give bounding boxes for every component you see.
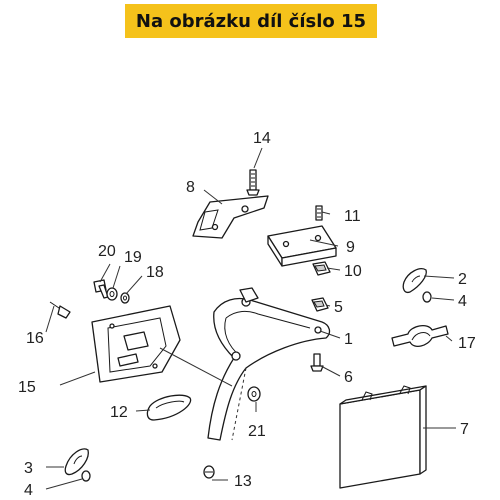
part-3-bracket-clip	[64, 448, 89, 476]
part-5-clip-nut	[311, 297, 329, 312]
part-19-washer	[106, 287, 118, 301]
leader-lines	[45, 147, 456, 490]
part-2-bracket-clip	[402, 268, 427, 294]
part-6-screw	[310, 353, 324, 372]
part-21-nut	[247, 386, 261, 402]
callout-17: 17	[458, 335, 476, 352]
callout-16: 16	[26, 330, 44, 347]
part-8-bracket	[192, 195, 269, 239]
callout-4-bottom: 4	[24, 482, 33, 499]
part-12-reflector	[146, 394, 192, 421]
callout-21: 21	[248, 423, 266, 440]
part-14-screw	[246, 169, 260, 196]
callout-3: 3	[24, 460, 33, 477]
callout-10: 10	[344, 263, 362, 280]
part-10-clip-nut	[312, 261, 331, 276]
callout-19: 19	[124, 249, 142, 266]
part-16-rivet	[49, 301, 71, 319]
part-11-screw	[315, 205, 323, 221]
part-13-screw	[203, 465, 215, 479]
callout-7: 7	[460, 421, 469, 438]
callout-5: 5	[334, 299, 343, 316]
callout-11: 11	[344, 208, 361, 225]
part-20-bolt	[93, 279, 109, 299]
part-number-banner: Na obrázku díl číslo 15	[125, 4, 377, 38]
callout-12: 12	[110, 404, 128, 421]
callout-13: 13	[234, 473, 252, 490]
callout-8: 8	[186, 179, 195, 196]
part-18-washer	[120, 292, 130, 304]
part-15-license-plate-holder	[91, 305, 181, 383]
part-4-washer-top	[422, 291, 432, 303]
callout-18: 18	[146, 264, 164, 281]
part-1-mudguard-frame	[207, 287, 331, 441]
callout-1: 1	[344, 331, 353, 348]
callout-15: 15	[18, 379, 36, 396]
callout-labels: 14 8 11 9 10 5 1 6 7 17 2 4 20 19 18 16 …	[18, 130, 476, 499]
part-17-u-bracket	[391, 324, 449, 348]
banner-text: Na obrázku díl číslo 15	[135, 10, 367, 32]
callout-9: 9	[346, 239, 355, 256]
callout-14: 14	[253, 130, 271, 147]
part-4-washer-bottom	[81, 470, 91, 482]
part-7-board	[339, 385, 427, 489]
callout-4-top: 4	[458, 293, 467, 310]
callout-20: 20	[98, 243, 116, 260]
part-9-plate	[267, 225, 337, 267]
callout-6: 6	[344, 369, 353, 386]
callout-2: 2	[458, 271, 467, 288]
